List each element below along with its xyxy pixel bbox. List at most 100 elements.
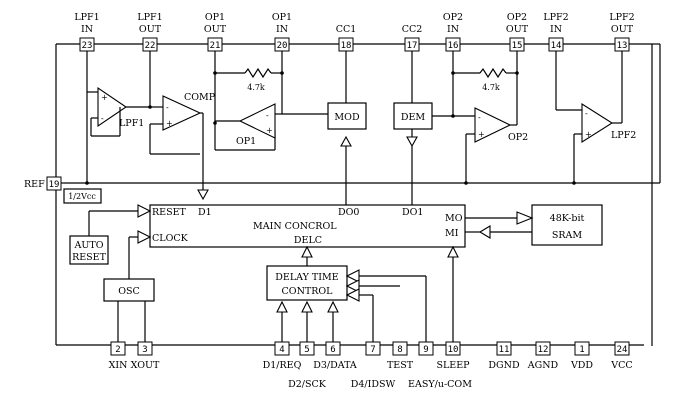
- svg-text:-: -: [101, 114, 104, 123]
- pin-20-label-line1: OP1: [272, 12, 292, 23]
- lpf1-amplifier: [97, 86, 127, 128]
- pin-10-number: 10: [448, 345, 459, 355]
- main-title-line2: DELC: [294, 235, 322, 246]
- top-pin-17: CC2 17: [402, 24, 423, 52]
- dem-block: DEM: [393, 51, 433, 205]
- main-control-block: RESET CLOCK MAIN CONCROL DELC D1 DO0 DO1…: [149, 204, 466, 248]
- pin-3-label: XOUT: [131, 360, 160, 371]
- pin-16-label-line1: OP2: [443, 12, 463, 23]
- bottom-pin-24: 24 VCC: [610, 341, 633, 371]
- pin-7-number: 7: [370, 345, 375, 355]
- lpf1-section: + - LPF1: [85, 51, 163, 185]
- pin-8-label: TEST: [387, 360, 414, 371]
- pin-4-label: D1/REQ: [263, 360, 302, 371]
- op1-resistor-value: 4.7k: [247, 83, 265, 92]
- svg-text:-: -: [166, 103, 169, 112]
- bottom-pin-4: 4 D1/REQ: [263, 341, 302, 371]
- svg-text:+: +: [101, 93, 108, 102]
- pin-21-label-line1: OP1: [205, 12, 225, 23]
- osc-block: OSC: [103, 230, 155, 342]
- bottom-pin-12: 12 AGND: [527, 341, 559, 371]
- pin-8-number: 8: [397, 345, 402, 355]
- delay-time-control-block: DELAY TIME CONTROL: [266, 245, 427, 342]
- comp-section: - + COMP: [149, 92, 216, 201]
- main-mo-label: MO: [445, 213, 463, 224]
- pin-17-label: CC2: [402, 24, 423, 35]
- ref-pin-number: 19: [49, 180, 60, 190]
- bottom-pin-11: 11 DGND: [488, 341, 520, 371]
- top-pin-16: OP2 IN 16: [443, 12, 463, 52]
- half-vcc-label: 1/2Vcc: [68, 192, 96, 201]
- osc-label: OSC: [118, 286, 140, 297]
- pin-7-label: D4/IDSW: [351, 379, 396, 390]
- bottom-pin-9: 9 EASY/u-COM: [408, 341, 472, 390]
- lpf2-amplifier: [581, 103, 614, 143]
- op2-amplifier: [474, 107, 512, 143]
- pin-14-number: 14: [551, 41, 562, 51]
- mo-to-sram-arrow: [516, 211, 534, 225]
- main-do0-label: DO0: [338, 207, 359, 218]
- comp-label: COMP: [184, 92, 216, 103]
- top-pin-15: OP2 OUT 15: [506, 12, 529, 52]
- pin-4-number: 4: [279, 345, 284, 355]
- sram-line1: 48K-bit: [550, 213, 585, 224]
- auto-reset-line1: AUTO: [74, 240, 104, 251]
- op1-label: OP1: [236, 136, 256, 147]
- delay-line1: DELAY TIME: [275, 272, 338, 283]
- svg-text:-: -: [478, 113, 481, 122]
- bottom-pin-7: 7 D4/IDSW: [351, 341, 396, 390]
- ref-pin-label: REF: [24, 179, 45, 190]
- pin-6-number: 6: [330, 345, 335, 355]
- pin-16-number: 16: [448, 41, 459, 51]
- pin-22-number: 22: [145, 41, 156, 51]
- pin-18-label: CC1: [336, 24, 357, 35]
- op2-feedback-resistor: [479, 67, 507, 79]
- bottom-pin-3: 3 XOUT: [131, 341, 160, 371]
- top-pin-23: LPF1 IN 23: [74, 12, 100, 52]
- main-clock-label: CLOCK: [152, 233, 189, 244]
- bottom-pin-10: 10 SLEEP: [436, 341, 470, 371]
- bottom-pin-2: 2 XIN: [109, 341, 127, 371]
- svg-text:+: +: [166, 119, 173, 128]
- sram-to-mi-arrow: [478, 225, 491, 239]
- main-reset-label: RESET: [152, 207, 187, 218]
- top-pin-14: LPF2 IN 14: [543, 12, 569, 52]
- pin-24-label: VCC: [610, 360, 632, 371]
- pin-11-number: 11: [499, 345, 510, 355]
- op1-feedback-resistor: [244, 67, 272, 79]
- svg-text:+: +: [585, 130, 592, 139]
- pin-15-number: 15: [512, 41, 523, 51]
- pin-1-number: 1: [579, 345, 584, 355]
- pin-12-label: AGND: [527, 360, 559, 371]
- pin-5-label: D2/SCK: [288, 379, 327, 390]
- pin-10-label: SLEEP: [436, 360, 470, 371]
- half-vcc-reference: 1/2Vcc: [61, 43, 661, 204]
- pin-3-number: 3: [142, 345, 147, 355]
- top-pin-22: LPF1 OUT 22: [137, 12, 163, 52]
- pin-23-label-line1: LPF1: [74, 12, 99, 23]
- sleep-line: [447, 245, 459, 342]
- delay-to-main-arrow: [301, 245, 313, 258]
- top-pin-18: CC1 18: [336, 24, 357, 52]
- pin-9-label: EASY/u-COM: [408, 379, 472, 390]
- reset-input-arrow: [137, 204, 152, 218]
- pin-21-number: 21: [210, 41, 221, 51]
- pin-23-label-line2: IN: [81, 24, 93, 35]
- pin-1-label: VDD: [570, 360, 593, 371]
- pin-13-label-line2: OUT: [611, 24, 634, 35]
- main-d1-label: D1: [198, 207, 212, 218]
- bottom-pin-5: 5 D2/SCK: [288, 341, 327, 390]
- sleep-up-arrow: [447, 245, 459, 258]
- pin-15-label-line1: OP2: [507, 12, 527, 23]
- d3-up-arrow: [327, 300, 339, 313]
- pin-11-label: DGND: [488, 360, 520, 371]
- dem-input-arrow: [406, 136, 418, 148]
- top-pin-13: LPF2 OUT 13: [609, 12, 635, 52]
- auto-reset-block: AUTO RESET: [69, 204, 152, 265]
- pin-2-number: 2: [115, 345, 120, 355]
- clock-input-arrow: [137, 230, 152, 244]
- top-pin-21: OP1 OUT 21: [204, 12, 227, 52]
- pin-20-label-line2: IN: [276, 24, 288, 35]
- op2-resistor-value: 4.7k: [482, 83, 500, 92]
